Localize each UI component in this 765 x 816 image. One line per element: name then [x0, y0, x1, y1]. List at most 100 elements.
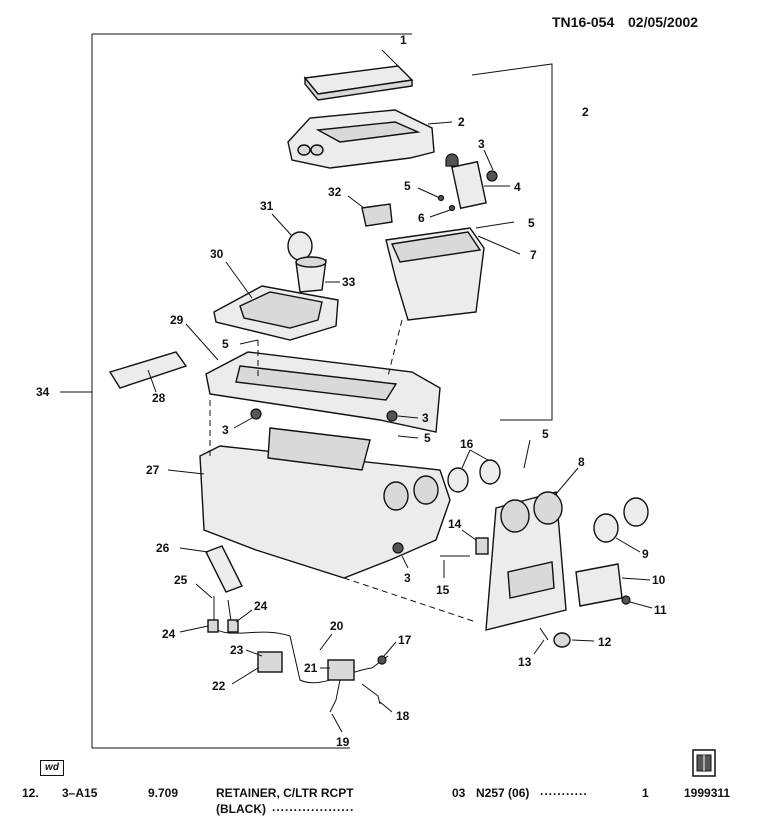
connector-part-21 [327, 659, 355, 681]
leader-13 [533, 639, 545, 655]
leader-20 [319, 633, 333, 651]
leader-19 [331, 713, 343, 733]
footer-code: 9.709 [148, 786, 179, 800]
bulb-part-11 [621, 595, 631, 605]
callout-4: 4 [514, 180, 521, 194]
callout-5-console: 5 [222, 337, 229, 351]
callout-28: 28 [152, 391, 166, 405]
armrest-lid-recess [315, 121, 421, 143]
callout-7: 7 [530, 248, 537, 262]
leader-28 [147, 369, 157, 393]
footer-description: RETAINER, C/LTR RCPT [216, 786, 354, 800]
knob-part-9b [593, 513, 619, 543]
leader-6 [429, 209, 451, 218]
dash-lower [343, 577, 477, 623]
leader-8 [555, 467, 579, 495]
leader-3d [401, 555, 409, 569]
callout-25: 25 [174, 573, 188, 587]
callout-19: 19 [336, 735, 350, 749]
switch-part-10 [575, 563, 623, 607]
callout-18: 18 [396, 709, 410, 723]
leader-3c [397, 415, 419, 419]
leader-3a [483, 149, 494, 171]
retainer-part-12 [553, 632, 571, 648]
callout-29: 29 [170, 313, 184, 327]
footer-qty-code: 03 [452, 786, 466, 800]
footer-part-number: 1999311 [684, 786, 731, 800]
leader-9 [615, 537, 641, 553]
callout-8: 8 [578, 455, 585, 469]
callout-11: 11 [654, 603, 667, 617]
console-insert [267, 427, 371, 471]
latch-bracket-part-4 [451, 160, 487, 210]
callout-16: 16 [460, 437, 474, 451]
callout-17: 17 [398, 633, 412, 647]
doc-id: TN16-054 [552, 14, 615, 30]
footer-qty: 1 [642, 786, 649, 800]
bezel-hole-a [500, 499, 530, 533]
switch-part-32 [361, 203, 393, 227]
callout-34: 34 [36, 385, 50, 399]
leader-22 [231, 667, 259, 685]
connector-lead-18 [361, 683, 381, 705]
footer-item: 12. [22, 786, 39, 800]
bezel-hole-b [533, 491, 563, 525]
leader-29 [185, 323, 219, 361]
callout-21: 21 [304, 661, 318, 675]
ring-part-16b [479, 459, 501, 485]
footer-dots: ........... [540, 784, 588, 798]
callout-2-lid: 2 [458, 115, 465, 129]
leader-10 [621, 577, 651, 581]
connector-part-22 [257, 651, 283, 673]
wiring-harness-part-20 [213, 596, 389, 684]
callout-3-left: 3 [222, 423, 229, 437]
console-top-recess [235, 365, 398, 401]
screw-6 [448, 204, 456, 212]
cup-holder-rim [295, 256, 327, 268]
leader-5e [523, 439, 531, 469]
callout-6: 6 [418, 211, 425, 225]
doc-date: 02/05/2002 [628, 14, 699, 30]
leader-23 [245, 649, 263, 657]
leader-5d [397, 435, 419, 439]
footer-color-dots: ................... [272, 800, 355, 814]
callout-13: 13 [518, 655, 532, 669]
callout-1: 1 [400, 33, 407, 47]
leader-14 [461, 529, 477, 541]
leader-5c [239, 339, 259, 345]
dash-bin [387, 319, 403, 377]
callout-27: 27 [146, 463, 160, 477]
callout-24-left: 24 [162, 627, 176, 641]
footer-ref: 3–A15 [62, 786, 98, 800]
leader-25 [195, 583, 213, 599]
knob-part-9a [623, 497, 649, 527]
leader-24a [179, 625, 209, 633]
latch-clip-3 [445, 153, 459, 167]
callout-5-latch: 5 [404, 179, 411, 193]
leader-24b [235, 609, 253, 623]
ring-part-16a [447, 467, 469, 493]
leader-26 [179, 547, 209, 553]
storage-bin-rim [390, 231, 482, 263]
leader-18 [379, 701, 393, 713]
callout-30: 30 [210, 247, 224, 261]
callout-26: 26 [156, 541, 170, 555]
pin-part-13 [539, 627, 549, 641]
callout-15: 15 [436, 583, 450, 597]
wd-badge: wd [40, 760, 64, 776]
connector-24b [227, 619, 239, 633]
leader-32 [347, 195, 365, 209]
clip-3c [386, 410, 398, 422]
connector-lead-19 [329, 679, 341, 713]
leader-5a [417, 187, 441, 199]
clip-3d [392, 542, 404, 554]
bezel-opening [507, 561, 555, 599]
callout-14: 14 [448, 517, 462, 531]
callout-32: 32 [328, 185, 342, 199]
callout-3-latch: 3 [478, 137, 485, 151]
callout-9: 9 [642, 547, 649, 561]
lid-hinge-right [310, 144, 324, 156]
screw-5a [437, 194, 445, 202]
callout-3-right: 3 [422, 411, 429, 425]
